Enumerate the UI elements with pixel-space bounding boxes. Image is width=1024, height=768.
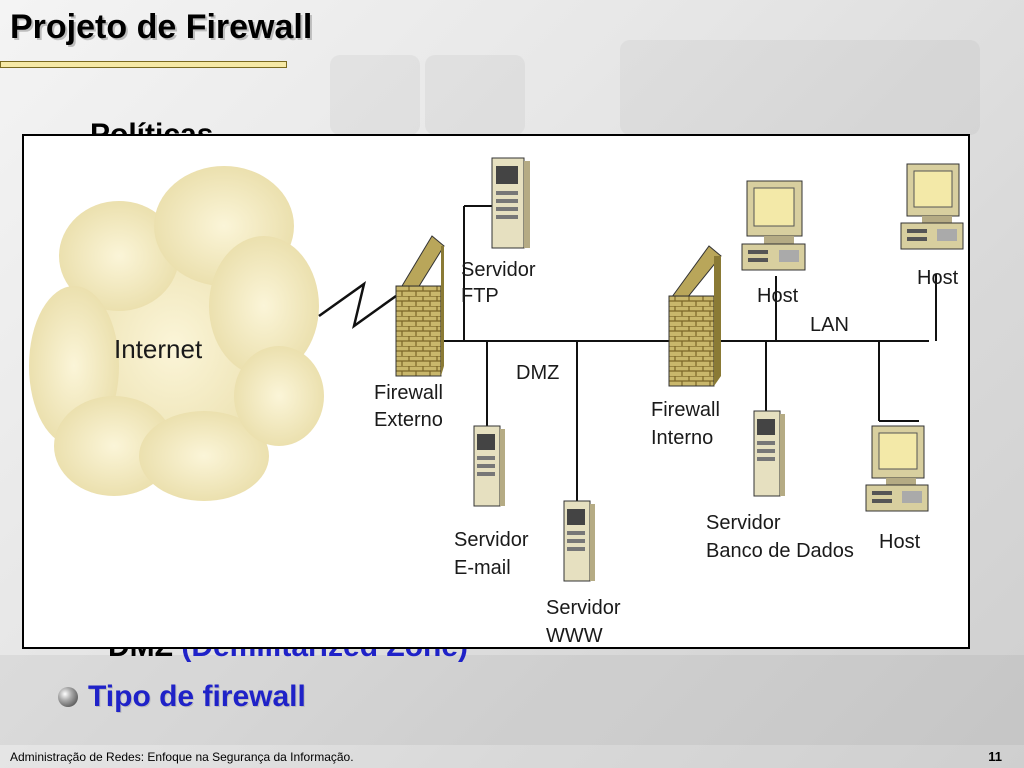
firewall-externo-label-1: Firewall	[374, 382, 443, 404]
firewall-interno-label-2: Interno	[651, 427, 713, 449]
background-panel-3	[620, 40, 980, 135]
wan-link	[318, 281, 397, 329]
host-2-label: Host	[917, 267, 959, 289]
host-1-computer-icon	[741, 180, 806, 271]
servidor-bd-label-1: Servidor	[706, 512, 781, 534]
internet-label: Internet	[114, 334, 203, 364]
background-panel-2	[425, 55, 525, 135]
servidor-www-icon	[563, 500, 595, 582]
servidor-email-label-2: E-mail	[454, 557, 511, 579]
sphere-bullet-icon	[58, 687, 78, 707]
servidor-bd-label-2: Banco de Dados	[706, 540, 854, 562]
servidor-email-icon	[473, 425, 505, 507]
host-3-computer-icon	[865, 425, 929, 512]
firewall-network-diagram: Internet Firewall Externo	[22, 134, 970, 649]
slide-title: Projeto de Firewall	[10, 8, 313, 46]
servidor-ftp-label-1: Servidor	[461, 259, 536, 281]
servidor-www-label-1: Servidor	[546, 597, 621, 619]
firewall-interno-label-1: Firewall	[651, 399, 720, 421]
background-panel-4	[0, 655, 1024, 745]
servidor-banco-de-dados-icon	[753, 410, 785, 497]
servidor-www-label-2: WWW	[546, 625, 603, 647]
title-underline-bar	[0, 61, 287, 68]
footer-text: Administração de Redes: Enfoque na Segur…	[10, 750, 354, 764]
firewall-interno	[668, 245, 722, 387]
servidor-ftp-icon	[491, 157, 530, 249]
host-1-label: Host	[757, 285, 799, 307]
diagram-canvas: Internet Firewall Externo	[29, 157, 964, 647]
page-number: 11	[988, 749, 1002, 764]
firewall-externo	[395, 235, 445, 377]
internet-cloud: Internet	[29, 166, 324, 501]
firewall-externo-label-2: Externo	[374, 409, 443, 431]
host-3-label: Host	[879, 531, 921, 553]
host-2-computer-icon	[900, 163, 964, 250]
servidor-ftp-label-2: FTP	[461, 285, 499, 307]
dmz-label: DMZ	[516, 362, 559, 384]
bullet-tipo-de-firewall: Tipo de firewall	[58, 680, 306, 714]
servidor-email-label-1: Servidor	[454, 529, 529, 551]
lan-label: LAN	[810, 314, 849, 336]
bullet-text: Tipo de firewall	[88, 680, 306, 713]
background-panel-1	[330, 55, 420, 135]
